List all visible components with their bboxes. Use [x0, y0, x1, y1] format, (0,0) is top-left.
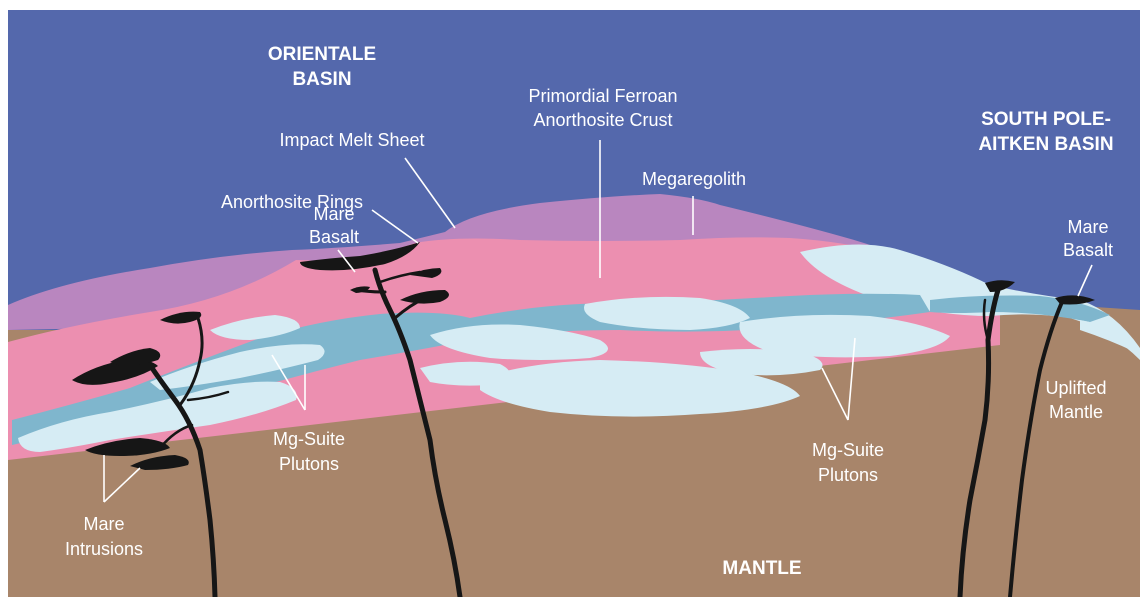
- mare-intrusion-sill: [110, 348, 161, 366]
- spa-basin-label-line1: SOUTH POLE-: [981, 109, 1111, 130]
- feeder-dike-center-branch: [378, 270, 422, 284]
- mare-intrusions-label-line2: Intrusions: [65, 539, 143, 559]
- mg-suite-pluton: [480, 360, 800, 417]
- mg-suite-pluton: [420, 361, 510, 386]
- feeder-dike-far-right: [1008, 300, 1064, 597]
- spa-basin-label-line2: AITKEN BASIN: [978, 134, 1113, 155]
- mare-basalt-pool: [1055, 295, 1095, 305]
- uplifted-mantle-label-line2: Mantle: [1049, 402, 1103, 422]
- mg-suite-left-label-line2: Plutons: [279, 454, 339, 474]
- mare-basalt-left-label-line2: Basalt: [309, 227, 359, 247]
- mg-suite-right-label-line2: Plutons: [818, 465, 878, 485]
- feeder-dike-center: [372, 267, 463, 597]
- orientale-basin-label-line2: BASIN: [292, 69, 351, 90]
- primordial-crust-label-line1: Primordial Ferroan: [528, 86, 677, 106]
- mg-suite-right-label-line1: Mg-Suite: [812, 440, 884, 460]
- mg-suite-pluton: [584, 296, 750, 330]
- mare-intrusion-sill: [130, 455, 189, 470]
- feeder-dike-left-branch: [186, 390, 230, 402]
- mare-basalt-pool: [985, 280, 1015, 292]
- feeder-dike-right: [957, 287, 1001, 597]
- megaregolith-label: Megaregolith: [642, 169, 746, 189]
- mare-intrusion-sill: [410, 268, 442, 278]
- mg-suite-pluton: [430, 324, 608, 360]
- feeder-dike-left-branch: [158, 423, 194, 450]
- feeder-dike-left: [147, 362, 218, 597]
- impact-melt-label: Impact Melt Sheet: [279, 130, 424, 150]
- mare-intrusions-label-line1: Mare: [83, 514, 124, 534]
- anorthosite-rings-label: Anorthosite Rings: [221, 192, 363, 212]
- mare-basalt-right-label-line2: Basalt: [1063, 240, 1113, 260]
- leader-mg-right-2: [821, 367, 849, 421]
- mare-basalt-left-label-line1: Mare: [313, 204, 354, 224]
- mg-suite-pluton: [210, 315, 300, 340]
- leader-mare-basalt-right: [1077, 264, 1093, 297]
- mare-intrusion-sill: [72, 359, 158, 385]
- leader-anorthosite-rings: [371, 209, 419, 244]
- mare-intrusion-sill: [85, 438, 170, 456]
- leader-mare-intrusions-2: [103, 467, 141, 503]
- feeder-dike-right-branch: [982, 298, 990, 342]
- orientale-basin-label-line1: ORIENTALE: [268, 44, 376, 65]
- uplifted-mantle-label-line1: Uplifted: [1045, 378, 1106, 398]
- leader-mg-left-1: [271, 354, 306, 411]
- feeder-dike-left-branch: [178, 316, 204, 407]
- mantle-label: MANTLE: [722, 558, 801, 579]
- mg-suite-pluton: [18, 381, 297, 452]
- mare-intrusion-sill: [160, 311, 202, 324]
- mg-suite-pluton: [700, 349, 823, 376]
- mare-basalt-right-label-line1: Mare: [1067, 217, 1108, 237]
- feeder-dike-center-branch: [393, 296, 427, 320]
- mare-basalt-pool: [300, 242, 420, 271]
- leader-mare-basalt-left: [337, 249, 356, 273]
- mg-suite-pluton: [1080, 320, 1135, 352]
- leader-impact-melt: [404, 157, 456, 229]
- leader-mg-right-1: [847, 337, 856, 421]
- primordial-crust-label-line2: Anorthosite Crust: [533, 110, 672, 130]
- mg-suite-pluton: [739, 314, 950, 358]
- mg-suite-left-label-line1: Mg-Suite: [273, 429, 345, 449]
- feeder-dike-center-branch: [356, 288, 387, 294]
